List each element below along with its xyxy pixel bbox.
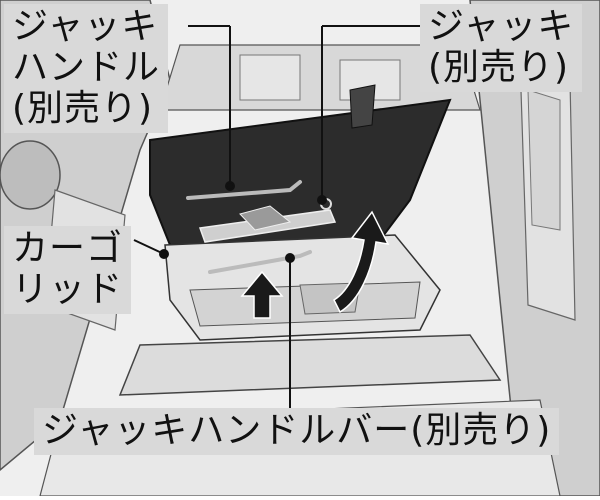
headrest-left <box>239 54 301 101</box>
callout-jack-handle-line-1: ジャッキ <box>12 6 159 47</box>
leader-handle-bar-dot <box>285 253 295 263</box>
right-panel-detail <box>527 89 561 231</box>
leader-lines <box>133 25 420 410</box>
callout-jack-line-1: ジャッキ <box>428 6 575 47</box>
leader-cargo-lid <box>133 239 165 255</box>
callout-cargo-lid-line-2: リッド <box>12 269 124 310</box>
callout-jack: ジャッキ (別売り) <box>420 4 583 92</box>
rear-sill <box>118 334 502 396</box>
jack-handle-bar-tool <box>208 250 312 274</box>
jack-mechanism <box>239 205 292 231</box>
up-arrow-icon <box>240 270 284 319</box>
callout-jack-handle-bar: ジャッキハンドルバー(別売り) <box>34 408 560 455</box>
curved-arrow-icon <box>333 210 390 314</box>
callout-jack-handle-bar-text: ジャッキハンドルバー(別売り) <box>42 410 552 451</box>
callout-cargo-lid-line-1: カーゴ <box>12 228 124 269</box>
left-lamp <box>0 140 61 210</box>
leader-jack-handle-dot <box>225 181 235 191</box>
callout-cargo-lid: カーゴ リッド <box>4 226 132 314</box>
jack-handle-tool <box>186 180 302 200</box>
callout-jack-handle: ジャッキ ハンドル (別売り) <box>4 4 169 133</box>
callout-jack-handle-line-3: (別売り) <box>12 88 154 129</box>
callout-jack-handle-line-2: ハンドル <box>12 47 161 88</box>
leader-cargo-lid-dot <box>159 249 169 259</box>
callout-jack-line-2: (別売り) <box>428 47 570 88</box>
lid-strap <box>349 84 376 129</box>
leader-jack-dot <box>317 195 327 205</box>
